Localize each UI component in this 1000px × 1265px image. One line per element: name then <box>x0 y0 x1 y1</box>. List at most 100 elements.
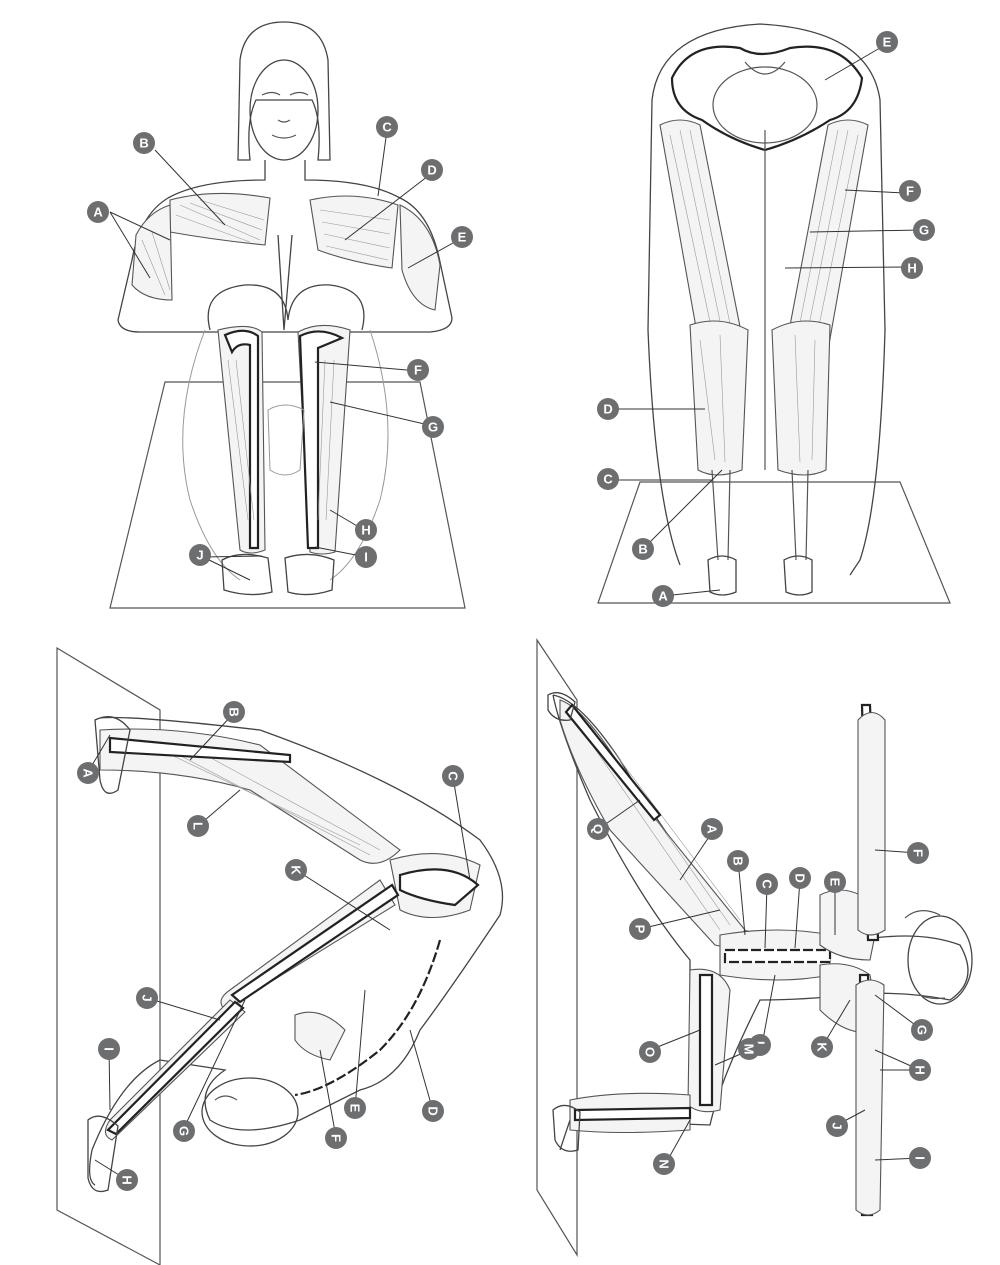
label-marker-circle <box>407 359 429 381</box>
label-marker-text: D <box>426 1106 441 1115</box>
label-marker-circle <box>422 416 444 438</box>
label-marker-text: F <box>329 1134 344 1142</box>
label-marker-side-lunge-twist-m: M <box>738 1038 760 1060</box>
label-marker-text: E <box>458 230 467 245</box>
label-marker-text: B <box>731 856 746 865</box>
label-marker-seated-front-h: H <box>355 519 377 541</box>
label-marker-circle <box>98 1038 120 1060</box>
label-marker-text: D <box>603 402 612 417</box>
label-marker-circle <box>116 1169 138 1191</box>
label-marker-circle <box>422 1100 444 1122</box>
label-marker-seated-front-d: D <box>421 159 443 181</box>
label-marker-plough-side-k: K <box>285 859 307 881</box>
label-marker-seated-front-j: J <box>189 544 211 566</box>
label-marker-circle <box>629 918 651 940</box>
label-marker-text: I <box>913 1156 928 1160</box>
label-marker-text: J <box>140 994 155 1001</box>
label-marker-side-lunge-twist-i: I <box>909 1147 931 1169</box>
label-marker-text: P <box>633 925 648 934</box>
label-marker-circle <box>133 132 155 154</box>
label-marker-forward-fold-back-g: G <box>913 219 935 241</box>
label-marker-text: F <box>906 184 914 199</box>
label-marker-text: K <box>815 1042 830 1052</box>
label-marker-text: B <box>638 542 647 557</box>
label-marker-circle <box>597 398 619 420</box>
label-marker-seated-front-g: G <box>422 416 444 438</box>
label-marker-text: J <box>196 548 203 563</box>
label-marker-circle <box>789 867 811 889</box>
label-marker-plough-side-e: E <box>344 1097 366 1119</box>
label-marker-side-lunge-twist-h: H <box>909 1059 931 1081</box>
label-marker-forward-fold-back-e: E <box>876 31 898 53</box>
label-marker-text: A <box>81 768 96 778</box>
label-marker-forward-fold-back-a: A <box>652 585 674 607</box>
label-marker-circle <box>587 818 609 840</box>
label-marker-circle <box>811 1036 833 1058</box>
label-marker-side-lunge-twist-b: B <box>727 850 749 872</box>
label-marker-plough-side-h: H <box>116 1169 138 1191</box>
label-marker-text: H <box>907 261 916 276</box>
label-marker-side-lunge-twist-p: P <box>629 918 651 940</box>
panel-plough-side <box>56 646 504 1265</box>
panel-side-lunge-twist <box>536 638 973 1258</box>
label-marker-side-lunge-twist-f: F <box>907 842 929 864</box>
label-marker-text: D <box>427 163 436 178</box>
label-marker-side-lunge-twist-d: D <box>789 867 811 889</box>
label-marker-circle <box>907 842 929 864</box>
label-marker-side-lunge-twist-g: G <box>911 1019 933 1041</box>
panel-forward-fold-back <box>597 23 951 604</box>
label-marker-text: C <box>603 472 613 487</box>
label-marker-text: A <box>93 205 103 220</box>
label-marker-circle <box>355 546 377 568</box>
label-marker-plough-side-f: F <box>325 1127 347 1149</box>
label-marker-forward-fold-back-h: H <box>901 257 923 279</box>
label-marker-seated-front-i: I <box>355 546 377 568</box>
label-marker-circle <box>597 468 619 490</box>
label-marker-circle <box>911 1019 933 1041</box>
label-marker-circle <box>189 544 211 566</box>
label-marker-text: F <box>414 363 422 378</box>
label-marker-text: G <box>919 223 929 238</box>
label-marker-circle <box>876 31 898 53</box>
label-marker-text: L <box>191 822 206 830</box>
label-marker-text: B <box>227 707 242 716</box>
label-marker-text: O <box>643 1047 658 1057</box>
label-marker-text: H <box>913 1065 928 1074</box>
label-marker-circle <box>325 1127 347 1149</box>
label-marker-circle <box>173 1120 195 1142</box>
label-marker-text: E <box>348 1104 363 1113</box>
label-marker-circle <box>826 1115 848 1137</box>
label-marker-plough-side-b: B <box>223 701 245 723</box>
label-marker-forward-fold-back-f: F <box>899 180 921 202</box>
label-marker-text: G <box>428 420 438 435</box>
label-marker-seated-front-f: F <box>407 359 429 381</box>
label-marker-circle <box>187 815 209 837</box>
label-marker-circle <box>376 116 398 138</box>
label-marker-seated-front-c: C <box>376 116 398 138</box>
label-marker-circle <box>738 1038 760 1060</box>
label-marker-text: Q <box>591 824 606 834</box>
label-marker-circle <box>727 850 749 872</box>
label-marker-circle <box>909 1059 931 1081</box>
label-marker-circle <box>355 519 377 541</box>
panel-seated-front <box>109 21 466 609</box>
label-marker-text: F <box>911 849 926 857</box>
label-marker-side-lunge-twist-e: E <box>824 871 846 893</box>
label-marker-text: G <box>177 1126 192 1136</box>
label-marker-circle <box>899 180 921 202</box>
label-marker-plough-side-l: L <box>187 815 209 837</box>
label-marker-text: A <box>658 589 668 604</box>
label-marker-seated-front-b: B <box>133 132 155 154</box>
label-marker-circle <box>442 765 464 787</box>
label-marker-forward-fold-back-b: B <box>632 538 654 560</box>
label-marker-seated-front-a: A <box>87 201 109 223</box>
label-marker-circle <box>901 257 923 279</box>
label-marker-circle <box>639 1041 661 1063</box>
label-marker-side-lunge-twist-n: N <box>653 1153 675 1175</box>
label-marker-side-lunge-twist-q: Q <box>587 818 609 840</box>
label-marker-circle <box>652 585 674 607</box>
label-marker-circle <box>344 1097 366 1119</box>
label-marker-text: C <box>760 879 775 889</box>
label-marker-text: J <box>830 1122 845 1129</box>
